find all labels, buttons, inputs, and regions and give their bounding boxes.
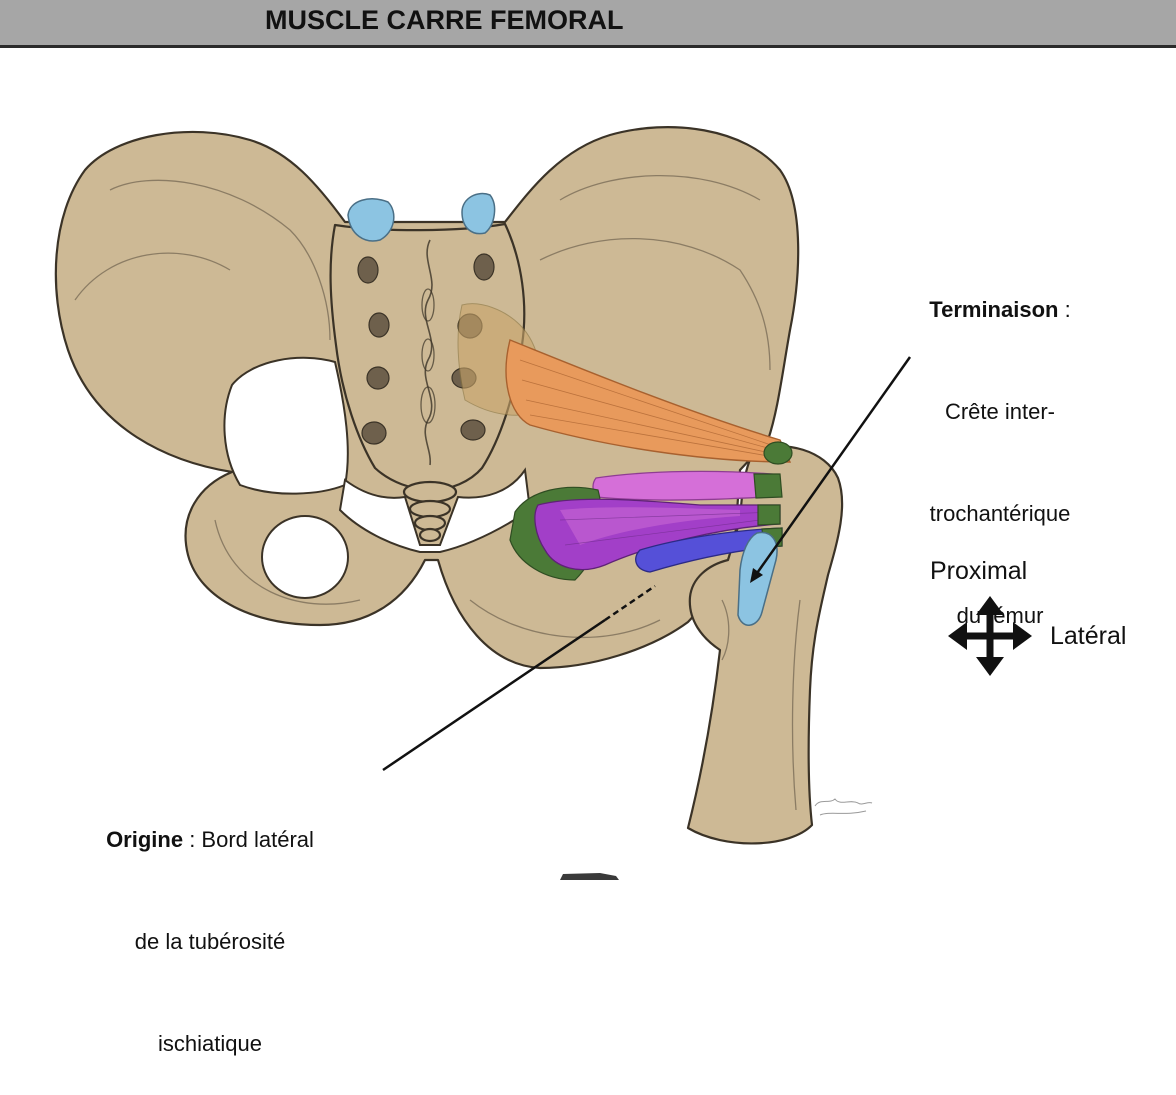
sacral-foramen: [473, 253, 495, 281]
left-sacral-facet: [347, 198, 395, 242]
muscle-fiber: [529, 414, 787, 460]
obturator-internus-highlight: [560, 507, 740, 545]
lateral-label: Latéral: [1050, 622, 1127, 650]
sacral-foramen: [361, 421, 387, 445]
intertrochanteric-crest-insertion: [737, 531, 778, 626]
signature-stroke: [819, 810, 867, 816]
cropped-logo-fragment: [560, 873, 619, 880]
muscle-fiber: [521, 379, 783, 453]
terminaison-line: du fémur: [956, 603, 1044, 628]
muscle-fiber: [564, 517, 777, 546]
purple-muscle-insertion: [757, 504, 781, 526]
orientation-cross-arrow: [948, 596, 1032, 676]
piriformis-muscle: [505, 339, 792, 463]
right-iliac-crest-line: [559, 174, 761, 201]
sacral-foramen: [366, 366, 390, 390]
coccyx-segment: [402, 480, 458, 504]
arrow-down-head: [976, 657, 1004, 676]
sacral-foramen: [368, 312, 390, 338]
origine-label: Origine : Bord latéral de la tubérosité …: [60, 755, 360, 1095]
proximal-label: Proximal: [930, 557, 1028, 585]
terminaison-heading: Terminaison :: [880, 293, 1120, 327]
pubic-shading: [214, 519, 361, 605]
terminaison-line: trochantérique: [929, 501, 1071, 526]
origine-term: Origine: [106, 827, 184, 852]
pelvis-illustration: [54, 126, 1032, 880]
terminaison-line: Crête inter-: [944, 399, 1056, 424]
page-title: MUSCLE CARRE FEMORAL: [265, 5, 624, 35]
left-iliac-fossa-line: [109, 179, 331, 341]
terminaison-arrowhead: [750, 568, 763, 583]
right-sacral-facet: [461, 192, 496, 235]
origine-separator: : Bord latéral: [183, 827, 314, 852]
terminaison-term: Terminaison: [929, 297, 1059, 322]
median-sacral-crest: [424, 239, 433, 466]
sacral-crest-tubercle: [420, 386, 436, 424]
piriformis-insertion: [763, 441, 793, 465]
sacral-foramen: [460, 419, 486, 441]
origine-pointer-line: [382, 618, 606, 772]
pink-muscle-insertion: [753, 473, 783, 499]
sacral-crest-tubercle: [421, 288, 435, 322]
terminaison-separator: :: [1058, 297, 1071, 322]
coccyx-segment: [418, 527, 442, 543]
superior-gemellus-muscle: [592, 470, 781, 501]
femur: [686, 445, 844, 845]
muscle-fiber: [525, 399, 785, 457]
origine-heading: Origine : Bord latéral: [60, 823, 360, 857]
terminaison-label: Terminaison : Crête inter- trochantériqu…: [880, 225, 1120, 667]
artist-signature: [814, 798, 873, 816]
lesser-trochanter-line: [721, 599, 730, 661]
left-obturator-foramen: [261, 515, 349, 599]
arrow-up-head: [976, 596, 1004, 615]
origine-line: de la tubérosité: [134, 929, 286, 954]
ischial-shading: [469, 599, 661, 639]
femoral-shaft-line: [791, 599, 801, 811]
muscle-fiber: [519, 359, 781, 449]
arrow-left-head: [948, 622, 967, 650]
signature-stroke: [814, 798, 873, 807]
right-iliac-fossa-line: [539, 237, 771, 371]
muscle-fiber: [559, 511, 777, 521]
coccyx-segment: [408, 499, 452, 519]
terminaison-pointer-line: [753, 356, 912, 577]
origine-line: ischiatique: [158, 1031, 262, 1056]
sacral-foramen: [357, 256, 379, 284]
sacral-crest-tubercle: [421, 338, 435, 372]
left-iliac-shading: [74, 252, 231, 301]
arrow-right-head: [1013, 622, 1032, 650]
origine-pointer-dashed: [604, 584, 656, 622]
left-greater-sciatic-opening: [223, 356, 349, 495]
title-bar: MUSCLE CARRE FEMORAL: [0, 0, 1176, 48]
